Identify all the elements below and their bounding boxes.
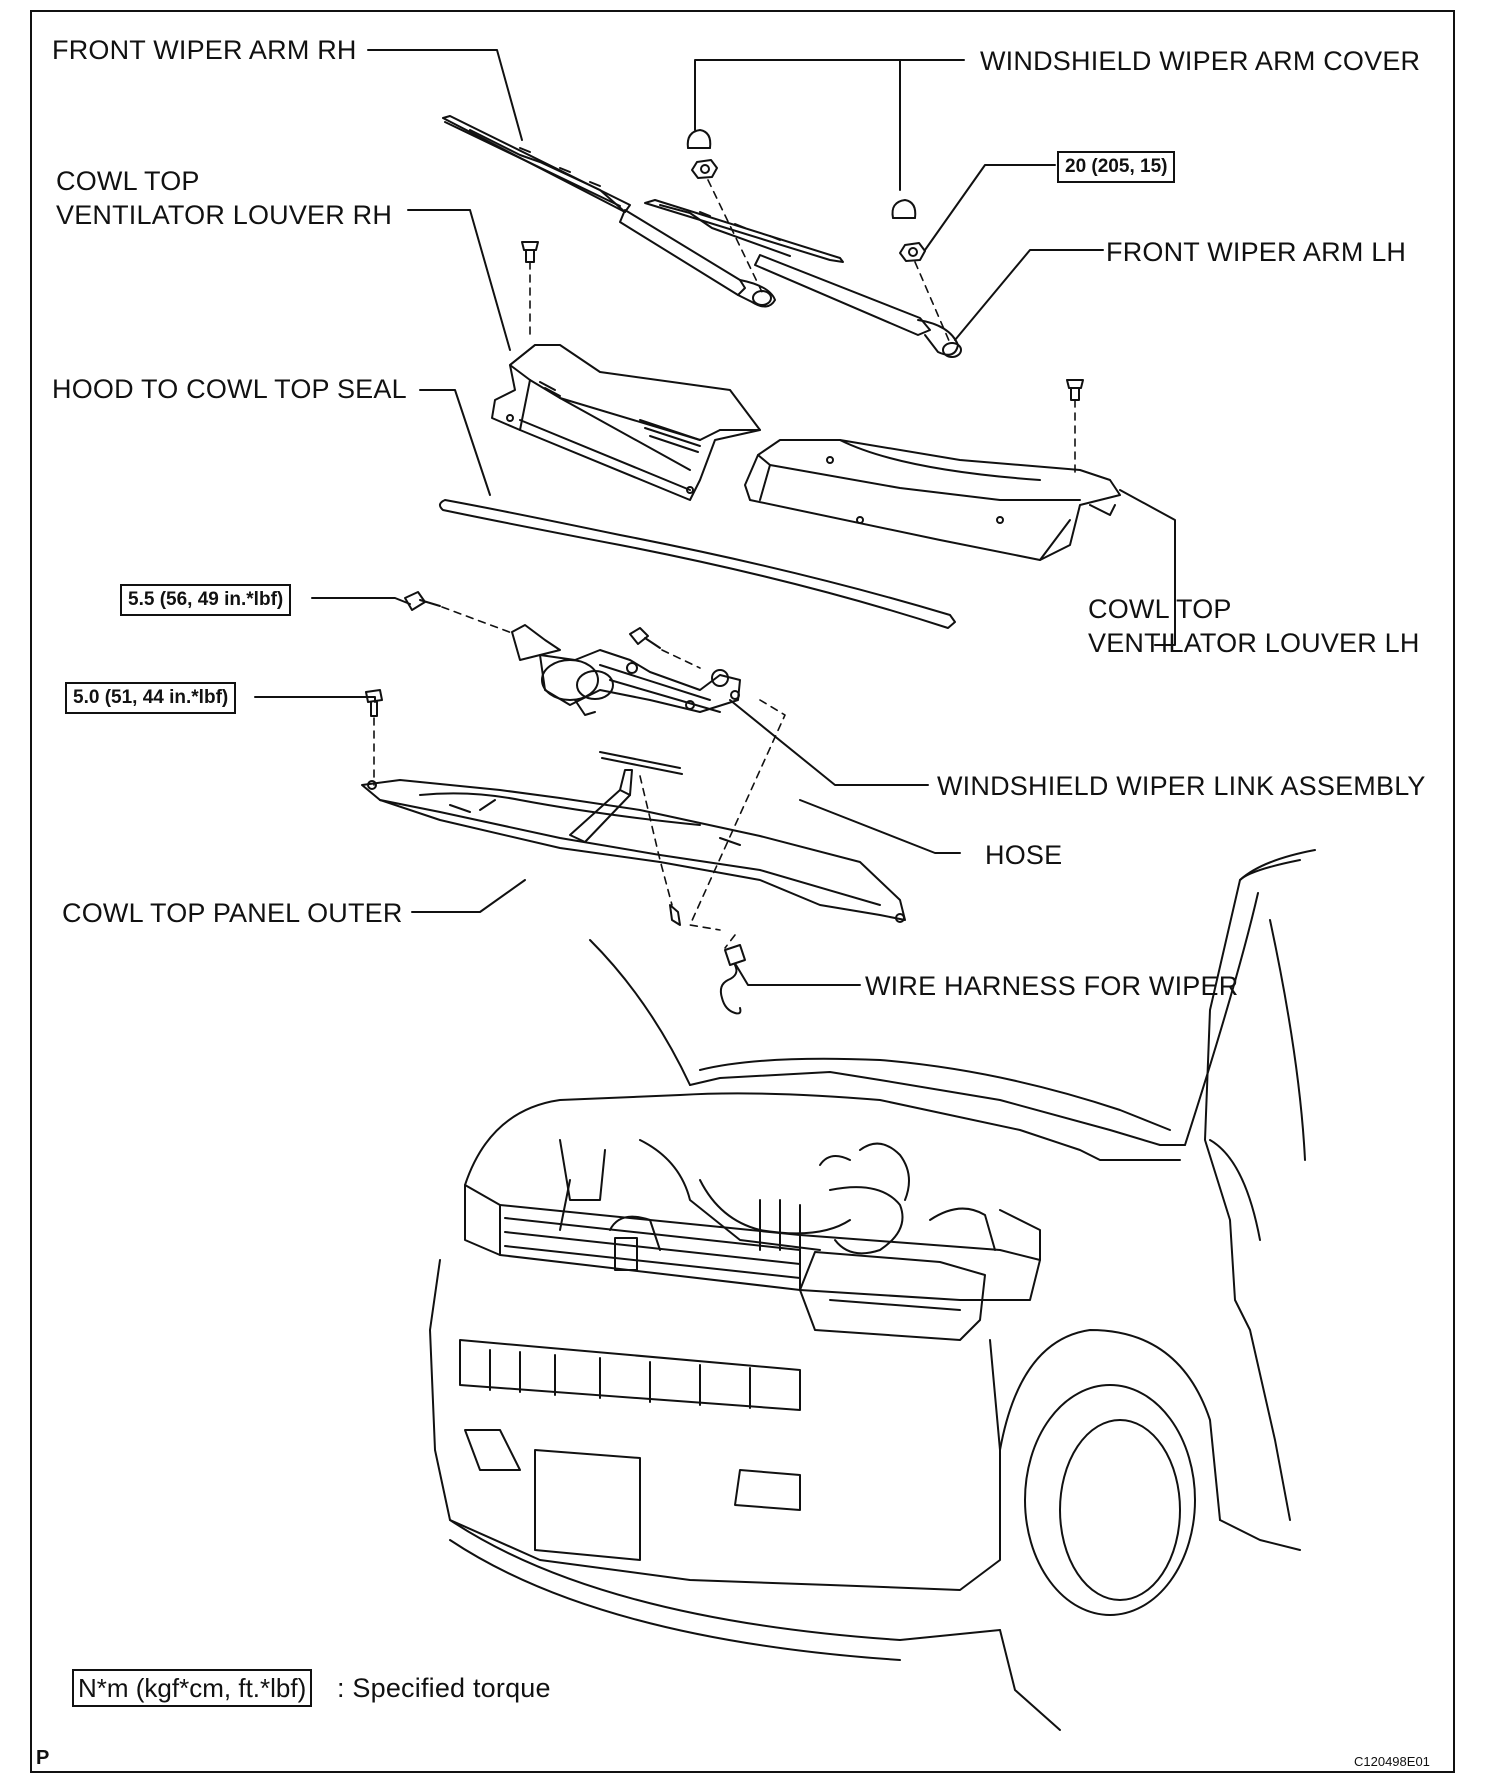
leader-lines <box>254 49 1176 986</box>
hose <box>599 751 683 775</box>
label-windshield-wiper-arm-cover: WINDSHIELD WIPER ARM COVER <box>980 46 1421 76</box>
legend-specified-torque-text: : Specified torque <box>337 1673 551 1703</box>
figure-id: C120498E01 <box>1354 1754 1430 1769</box>
torque-box-panel-bolt: 5.0 (51, 44 in.*lbf) <box>65 682 237 714</box>
cowl-louver-lh <box>744 439 1121 561</box>
torque-box-wiper-arm-nut: 20 (205, 15) <box>1057 151 1176 183</box>
cowl-louver-rh <box>491 344 761 501</box>
diagram-frame <box>30 10 1455 1773</box>
cowl-clip-rh <box>521 241 539 341</box>
label-front-wiper-arm-rh: FRONT WIPER ARM RH <box>52 35 357 65</box>
wiper-arm-nut-lh <box>899 242 926 262</box>
label-front-wiper-arm-lh: FRONT WIPER ARM LH <box>1106 237 1407 267</box>
corner-letter: P <box>36 1747 50 1769</box>
legend-torque-unit-box: N*m (kgf*cm, ft.*lbf) <box>72 1669 313 1707</box>
wiper-arm-nut-rh <box>691 159 718 179</box>
label-hose: HOSE <box>985 840 1063 870</box>
front-wiper-arm-lh <box>644 199 962 358</box>
label-cowl-top-panel-outer: COWL TOP PANEL OUTER <box>62 898 403 928</box>
wire-harness-for-wiper <box>719 944 746 1015</box>
cowl-clip-lh <box>1066 379 1084 476</box>
torque-box-link-bolt: 5.5 (56, 49 in.*lbf) <box>120 584 292 616</box>
label-windshield-wiper-link-assembly: WINDSHIELD WIPER LINK ASSEMBLY <box>937 771 1426 801</box>
windshield-wiper-link-assembly <box>511 624 741 716</box>
label-cowl-louver-lh-line2: VENTILATOR LOUVER LH <box>1088 628 1420 658</box>
wiper-arm-cover-lh <box>891 199 917 219</box>
vehicle-front-view <box>429 849 1316 1731</box>
label-wire-harness-for-wiper: WIRE HARNESS FOR WIPER <box>865 971 1239 1001</box>
hood-to-cowl-top-seal <box>439 499 956 629</box>
front-wiper-arm-rh <box>442 115 776 308</box>
link-bolt <box>404 591 701 669</box>
label-cowl-louver-rh-line2: VENTILATOR LOUVER RH <box>56 200 393 230</box>
install-paths-wiper <box>707 179 951 344</box>
panel-bolt <box>365 689 383 786</box>
wiper-arm-cover-rh <box>686 129 712 149</box>
label-cowl-louver-rh-line1: COWL TOP <box>56 166 200 196</box>
cowl-top-panel-outer <box>361 769 906 926</box>
install-paths-hose-harness <box>639 699 786 949</box>
label-cowl-louver-lh-line1: COWL TOP <box>1088 594 1232 624</box>
label-hood-to-cowl-top-seal: HOOD TO COWL TOP SEAL <box>52 374 407 404</box>
